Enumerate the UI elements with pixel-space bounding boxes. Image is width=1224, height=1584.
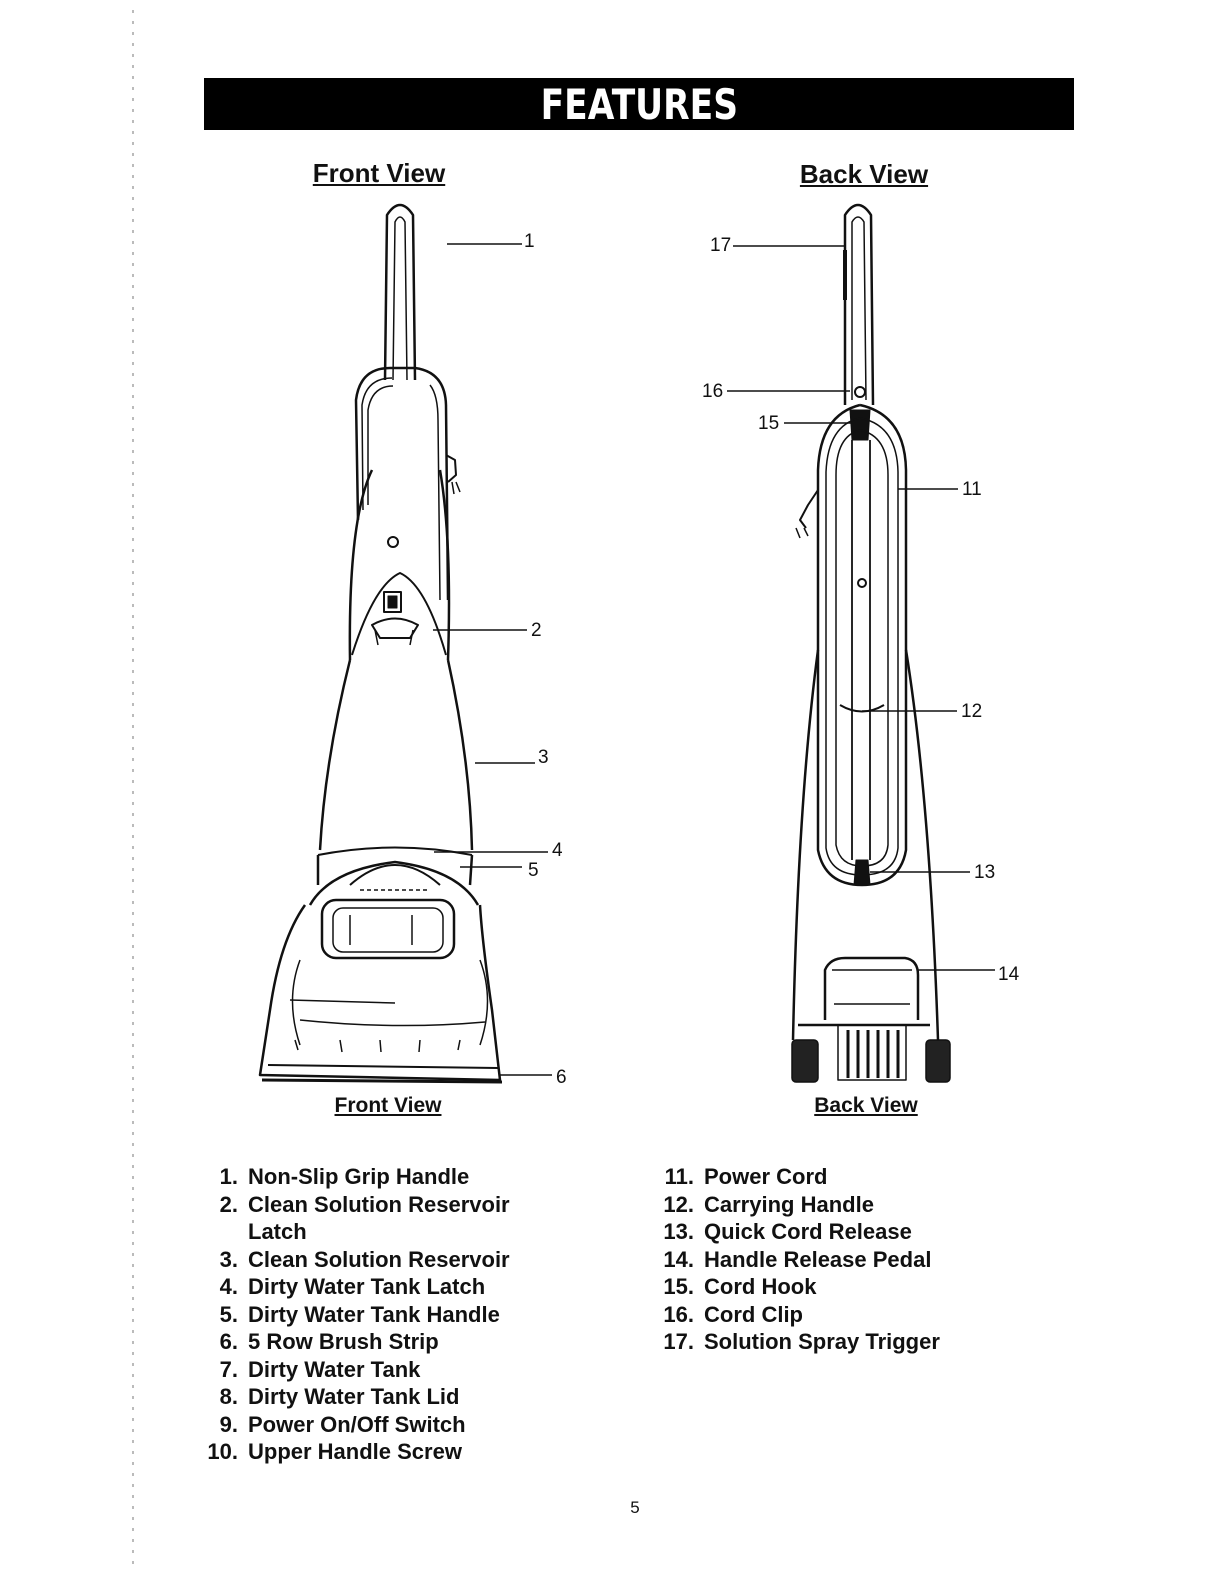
feature-list-item: 6. 5 Row Brush Strip <box>206 1328 510 1356</box>
feature-number: 2. <box>219 1191 238 1217</box>
feature-list-item: 7. Dirty Water Tank <box>206 1356 510 1384</box>
feature-number: 12. <box>663 1191 694 1217</box>
feature-label: Carrying Handle <box>704 1191 874 1217</box>
front-view-title: Front View <box>312 158 446 188</box>
quick-cord-release <box>853 859 871 886</box>
back-callout-16: 16 <box>702 381 723 402</box>
features-banner: FEATURES <box>204 78 1074 130</box>
grip-handle <box>383 203 417 381</box>
back-view-title: Back View <box>799 159 929 189</box>
feature-label: Dirty Water Tank Handle <box>248 1301 500 1327</box>
feature-list-item: 5. Dirty Water Tank Handle <box>206 1301 510 1329</box>
page-number: 5 <box>630 1498 640 1517</box>
features-list-right: 11. Power Cord 12. Carrying Handle 13. Quick … <box>660 1163 940 1356</box>
feature-label: Quick Cord Release <box>704 1219 912 1244</box>
back-callout-17: 17 <box>710 235 731 256</box>
right-wheel <box>925 1039 951 1083</box>
feature-number: 7. <box>219 1356 238 1382</box>
left-wheel <box>791 1039 819 1083</box>
feature-label: Cord Clip <box>704 1301 803 1327</box>
feature-number: 4. <box>219 1274 238 1299</box>
feature-list-item: 13. Quick Cord Release <box>660 1218 940 1246</box>
feature-number: 3. <box>219 1246 238 1272</box>
feature-list-item: 11. Power Cord <box>660 1163 940 1191</box>
feature-label: Clean Solution Reservoir <box>248 1191 510 1217</box>
feature-number: 9. <box>219 1411 238 1437</box>
feature-number: 11. <box>664 1164 694 1189</box>
feature-number: 6. <box>219 1329 238 1354</box>
clean-solution-reservoir <box>318 659 474 851</box>
dirty-water-tank <box>308 860 480 906</box>
back-callout-12: 12 <box>961 701 982 722</box>
scan-edge-marks <box>132 10 134 1570</box>
feature-number: 16. <box>663 1301 694 1327</box>
back-callout-11: 11 <box>962 479 982 500</box>
feature-list-item: 14. Handle Release Pedal <box>660 1246 940 1274</box>
rear-handle <box>843 203 875 406</box>
feature-list-item: 15. Cord Hook <box>660 1273 940 1301</box>
front-callout-3: 3 <box>538 747 549 768</box>
feature-label: Power Cord <box>704 1164 828 1189</box>
features-list-left: 1. Non-Slip Grip Handle 2. Clean Solution R… <box>206 1163 510 1466</box>
handle-release-pedal <box>823 956 920 1020</box>
feature-label: Dirty Water Tank <box>248 1356 421 1382</box>
feature-list-item: 1. Non-Slip Grip Handle <box>206 1163 510 1191</box>
cord-hook <box>849 409 871 441</box>
front-callout-1: 1 <box>524 231 535 252</box>
feature-list-item: 17. Solution Spray Trigger <box>660 1328 940 1356</box>
feature-number: 17. <box>663 1329 694 1354</box>
feature-list-item: 9. Power On/Off Switch <box>206 1411 510 1439</box>
banner-title: FEATURES <box>540 79 738 129</box>
power-cord-wrap <box>816 403 908 887</box>
front-callout-6: 6 <box>556 1067 567 1088</box>
back-view-illustration: 17 16 15 11 12 13 14 <box>690 190 1030 1095</box>
feature-label: Handle Release Pedal <box>704 1246 932 1272</box>
feature-number: 5. <box>219 1301 238 1327</box>
cord-wrap-outline <box>354 366 450 601</box>
feature-label: Power On/Off Switch <box>248 1411 466 1437</box>
back-view-caption: Back View <box>814 1094 918 1117</box>
feature-list-item: 2. Clean Solution Reservoir <box>206 1191 510 1219</box>
feature-number: 10. <box>207 1439 238 1464</box>
back-callout-13: 13 <box>974 862 995 883</box>
feature-list-item: 12. Carrying Handle <box>660 1191 940 1219</box>
upper-body <box>348 469 451 661</box>
back-callout-15: 15 <box>758 413 779 434</box>
feature-list-item: Latch <box>206 1218 510 1246</box>
feature-number: 15. <box>663 1274 694 1299</box>
feature-list-item: 3. Clean Solution Reservoir <box>206 1246 510 1274</box>
feature-label: Clean Solution Reservoir <box>248 1246 510 1272</box>
feature-number <box>206 1218 248 1246</box>
feature-label: Dirty Water Tank Latch <box>248 1274 486 1299</box>
feature-label: Upper Handle Screw <box>248 1439 462 1464</box>
feature-label: Non-Slip Grip Handle <box>248 1164 470 1189</box>
feature-number: 8. <box>219 1384 238 1409</box>
feature-number: 1. <box>219 1164 238 1189</box>
feature-list-item: 16. Cord Clip <box>660 1301 940 1329</box>
feature-label: Latch <box>248 1219 307 1244</box>
front-view-caption: Front View <box>334 1094 442 1117</box>
feature-list-item: 10. Upper Handle Screw <box>206 1438 510 1466</box>
feature-label: 5 Row Brush Strip <box>248 1329 439 1354</box>
front-callout-2: 2 <box>531 620 542 641</box>
feature-label: Dirty Water Tank Lid <box>248 1384 460 1409</box>
front-callout-5: 5 <box>528 860 539 881</box>
back-callout-14: 14 <box>998 964 1020 985</box>
feature-label: Cord Hook <box>704 1274 817 1299</box>
feature-number: 14. <box>663 1246 694 1272</box>
feature-number: 13. <box>663 1219 694 1244</box>
front-view-illustration: 1 2 3 4 5 6 <box>250 190 590 1100</box>
feature-list-item: 8. Dirty Water Tank Lid <box>206 1383 510 1411</box>
front-callout-4: 4 <box>552 840 563 861</box>
feature-list-item: 4. Dirty Water Tank Latch <box>206 1273 510 1301</box>
base-foot <box>258 904 502 1082</box>
feature-label: Solution Spray Trigger <box>704 1329 940 1354</box>
